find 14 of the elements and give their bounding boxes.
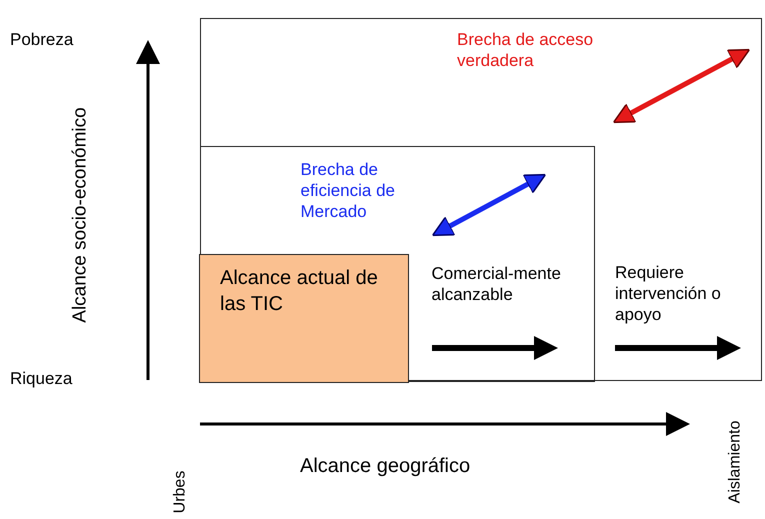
region-box <box>200 146 594 382</box>
axis-label: Pobreza <box>10 30 74 50</box>
region-label: Requiere intervención o apoyo <box>615 262 722 325</box>
axis-label: Aislamiento <box>726 420 744 504</box>
region-box <box>200 18 762 381</box>
gap-label: Brecha de acceso verdadera <box>457 29 594 71</box>
region-box <box>199 254 409 383</box>
axis-title: Alcance socio-económico <box>69 107 92 323</box>
region-label: Alcance actual de las TIC <box>220 266 379 317</box>
region-label: Comercial-mente alcanzable <box>432 263 562 305</box>
axis-title: Alcance geográfico <box>300 455 470 478</box>
axis-label: Riqueza <box>10 369 72 389</box>
gap-label: Brecha de eficiencia de Mercado <box>300 159 396 222</box>
axis-label: Urbes <box>170 470 189 514</box>
